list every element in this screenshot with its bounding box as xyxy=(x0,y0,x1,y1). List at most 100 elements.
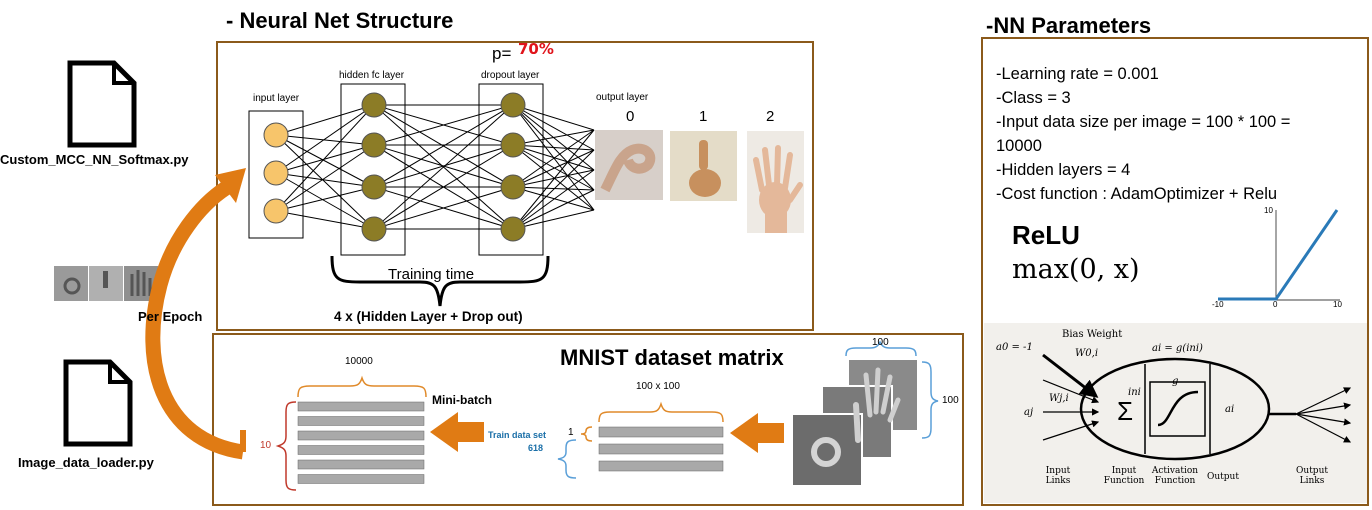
edge-input-hidden xyxy=(275,104,375,136)
network-diagram xyxy=(248,83,595,256)
model-file-label[interactable]: Custom_MCC_NN_Softmax.py xyxy=(0,152,189,167)
per-epoch-label: Per Epoch xyxy=(138,309,203,324)
edge-dropout-output xyxy=(512,129,595,146)
file-icon-model xyxy=(67,60,137,148)
mnist-frame xyxy=(212,333,964,506)
train-set-label: Train data set xyxy=(488,430,547,440)
batch-strip xyxy=(297,474,425,484)
class-image-2 xyxy=(747,131,804,233)
hand-image-stack xyxy=(791,358,919,487)
wj-label: Wj,i xyxy=(1049,393,1069,404)
loader-file-label[interactable]: Image_data_loader.py xyxy=(18,455,154,470)
edge-input-hidden xyxy=(275,210,375,230)
edge-input-hidden xyxy=(275,104,375,174)
train-set-brace xyxy=(557,439,577,479)
width-10000-label: 10000 xyxy=(345,356,373,367)
hand-samples-thumbnails xyxy=(54,266,158,301)
dataset-strips xyxy=(598,426,724,472)
size-100x100-label: 100 x 100 xyxy=(636,381,680,392)
edge-input-hidden xyxy=(275,186,375,212)
dropout-node xyxy=(500,174,526,200)
edge-input-hidden xyxy=(275,172,375,230)
repeat-label: 4 x (Hidden Layer + Drop out) xyxy=(334,309,523,324)
output-label: Output xyxy=(1207,472,1239,482)
edge-dropout-output xyxy=(512,149,595,188)
input-links-label: Input Links xyxy=(1045,466,1071,486)
edge-dropout-output xyxy=(512,129,595,188)
class-label-0: 0 xyxy=(626,108,635,125)
output-layer-label: output layer xyxy=(596,92,649,103)
nn-parameters-title: -NN Parameters xyxy=(986,13,1152,38)
v100-brace xyxy=(921,361,939,439)
edge-hidden-dropout xyxy=(373,186,514,230)
edge-hidden-dropout xyxy=(373,144,514,188)
edge-input-hidden xyxy=(275,104,375,212)
in-i-label: ini xyxy=(1128,387,1141,398)
h100-label: 100 xyxy=(872,337,889,348)
edge-hidden-dropout xyxy=(373,104,514,146)
p-value: 70% xyxy=(518,40,554,58)
relu-ytick: 10 xyxy=(1264,206,1273,215)
hidden-node xyxy=(361,92,387,118)
edge-dropout-output xyxy=(512,104,595,151)
edge-input-hidden xyxy=(275,144,375,212)
batch-strip xyxy=(297,401,425,412)
relu-formula: max(0, x) xyxy=(1012,254,1140,285)
dataset-strip xyxy=(598,460,724,472)
train-count-label: 618 xyxy=(528,443,544,453)
w0-label: W0,i xyxy=(1075,348,1099,359)
sigma-symbol: Σ xyxy=(1117,396,1134,426)
param-class: -Class = 3 xyxy=(996,89,1071,107)
edge-dropout-output xyxy=(512,144,595,171)
output-links-label: Output Links xyxy=(1296,466,1328,486)
width-10000-brace xyxy=(297,375,427,398)
activation-function-label: Activation Function xyxy=(1151,466,1199,486)
h100-brace xyxy=(845,340,917,357)
parameter-list: -Learning rate = 0.001 -Class = 3 -Input… xyxy=(996,62,1290,206)
input-layer-label: input layer xyxy=(253,93,300,104)
class-image-0 xyxy=(595,130,663,200)
aj-label: aj xyxy=(1024,407,1034,418)
dataset-strip xyxy=(598,426,724,438)
edge-input-hidden xyxy=(275,172,375,188)
hidden-node xyxy=(361,216,387,242)
dropout-node xyxy=(500,216,526,242)
edge-input-hidden xyxy=(275,134,375,146)
training-time-label: Training time xyxy=(388,266,475,283)
relu-xtick-zero: 0 xyxy=(1273,300,1278,309)
batch-strip xyxy=(297,459,425,470)
edge-hidden-dropout xyxy=(373,104,514,188)
edge-dropout-output xyxy=(512,144,595,191)
edge-input-hidden xyxy=(275,134,375,188)
param-hidden-layers: -Hidden layers = 4 xyxy=(996,161,1131,179)
one-row-label: 1 xyxy=(568,427,574,438)
input-function-label: Input Function xyxy=(1103,466,1145,486)
edge-dropout-output xyxy=(512,144,595,211)
edge-hidden-dropout xyxy=(373,104,514,230)
edge-dropout-output xyxy=(512,149,595,230)
v100-label: 100 xyxy=(942,395,959,406)
relu-xtick-pos: 10 xyxy=(1333,300,1342,309)
param-input-size-value: 10000 xyxy=(996,137,1042,155)
hidden-layer-label: hidden fc layer xyxy=(339,70,405,81)
input-node xyxy=(263,122,289,148)
edge-hidden-dropout xyxy=(373,144,514,230)
relu-xtick-neg: -10 xyxy=(1212,300,1224,309)
edge-input-hidden xyxy=(275,144,375,174)
edge-dropout-output xyxy=(512,129,595,230)
edge-input-hidden xyxy=(275,134,375,230)
g-label: g xyxy=(1172,376,1179,387)
edge-dropout-output xyxy=(512,189,595,230)
one-row-brace xyxy=(580,426,593,442)
class-image-1 xyxy=(670,131,737,201)
file-icon-loader xyxy=(63,359,133,447)
class-label-2: 2 xyxy=(766,108,775,125)
param-cost-function: -Cost function : AdamOptimizer + Relu xyxy=(996,185,1278,203)
param-learning-rate: -Learning rate = 0.001 xyxy=(996,65,1159,83)
class-label-1: 1 xyxy=(699,108,708,125)
dropout-node xyxy=(500,132,526,158)
edge-dropout-output xyxy=(512,169,595,188)
edge-dropout-output xyxy=(512,169,595,230)
to-dataset-arrow xyxy=(730,413,784,453)
